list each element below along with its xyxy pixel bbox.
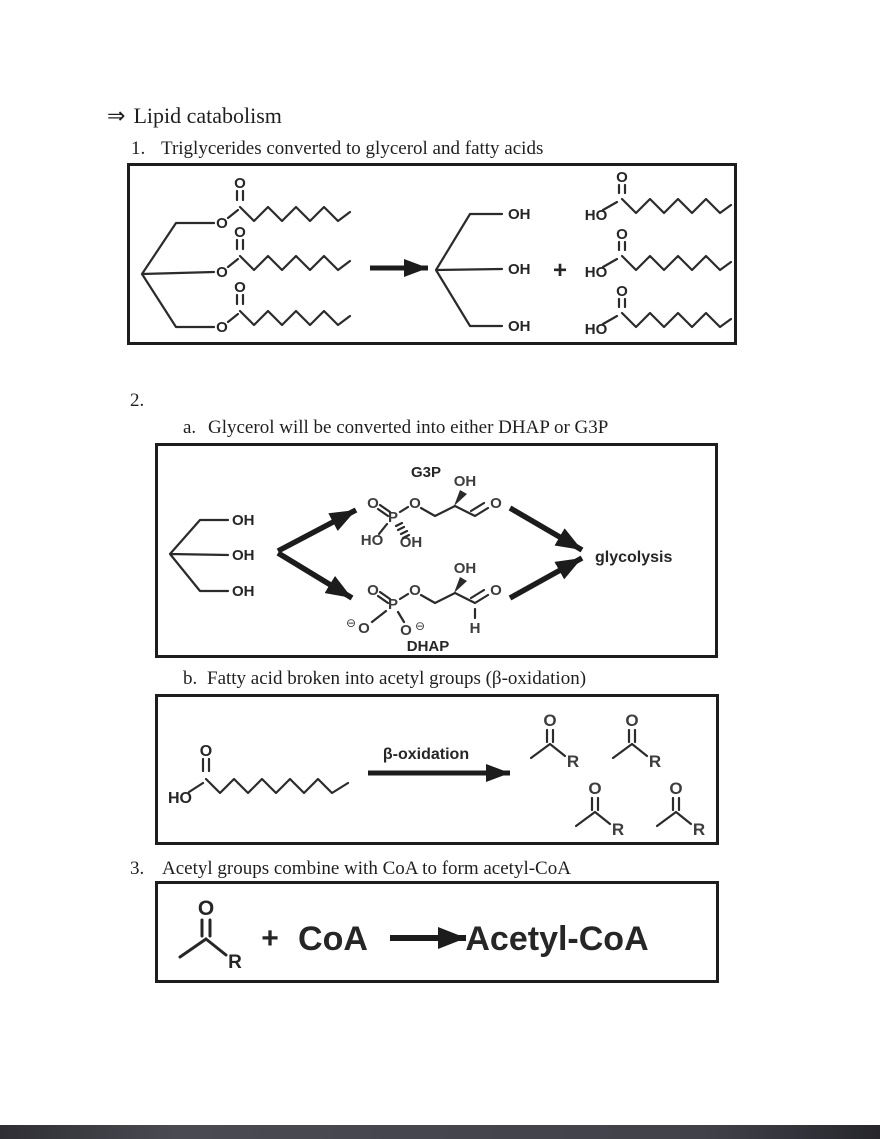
- list-number: 1.: [131, 138, 146, 159]
- atom-label-o: O: [200, 743, 212, 760]
- atom-label-ho: HO: [361, 532, 384, 549]
- atom-label-oh: OH: [232, 547, 255, 564]
- atom-label-o: O: [367, 582, 379, 599]
- page-title: ⇒ Lipid catabolism: [107, 103, 282, 129]
- atom-label-oh: OH: [508, 206, 531, 223]
- atom-label-o: O: [234, 175, 246, 192]
- atom-label-r: R: [567, 752, 579, 771]
- atom-label-o: O: [216, 215, 228, 232]
- atom-label-o: O: [543, 711, 556, 730]
- plus-sign: +: [553, 257, 567, 284]
- list-letter: a.: [183, 417, 197, 438]
- figure-beta-oxidation: HO O β-oxidation O R O R O R: [155, 694, 719, 845]
- list-letter: b.: [183, 668, 198, 689]
- atom-label-oh: OH: [508, 261, 531, 278]
- atom-label-oh: OH: [454, 473, 477, 490]
- glycolysis-label: glycolysis: [595, 549, 672, 566]
- g3p-label: G3P: [411, 464, 441, 481]
- atom-label-oh: OH: [400, 534, 423, 551]
- page-title-text: Lipid catabolism: [133, 103, 282, 128]
- plus-sign: +: [261, 922, 279, 955]
- atom-label-o: O: [367, 495, 379, 512]
- list-item-2a: a. Glycerol will be converted into eithe…: [183, 416, 608, 440]
- list-item-1: 1. Triglycerides converted to glycerol a…: [131, 137, 543, 161]
- atom-label-h: H: [470, 620, 481, 637]
- bottom-edge-bar: [0, 1125, 880, 1139]
- atom-label-o: O: [625, 711, 638, 730]
- atom-label-o: O: [616, 283, 628, 300]
- acetyl-group: O R: [574, 779, 624, 839]
- list-item-3: 3. Acetyl groups combine with CoA to for…: [130, 857, 571, 881]
- acetyl-coa-diagram: O R + CoA Acetyl-CoA: [178, 897, 649, 973]
- beta-oxidation-label: β-oxidation: [383, 746, 469, 763]
- atom-label-o: O: [490, 582, 502, 599]
- atom-label-o: O: [358, 620, 370, 637]
- atom-label-ho: HO: [168, 790, 192, 807]
- glycerol-structure: OH OH OH: [434, 206, 531, 335]
- triglyceride-structure: O O O O O O: [140, 175, 352, 336]
- coa-label: CoA: [298, 920, 368, 958]
- atom-label-r: R: [228, 952, 242, 973]
- fatty-acid-structure: HO O: [585, 226, 733, 281]
- circled-minus-icon: ⊖: [346, 616, 356, 630]
- atom-label-o: O: [216, 319, 228, 336]
- atom-label-o: O: [588, 779, 601, 798]
- fatty-acid-structure: HO O: [168, 743, 350, 807]
- double-arrow-bullet: ⇒: [107, 103, 126, 128]
- atom-label-o: O: [409, 582, 421, 599]
- atom-label-o: O: [490, 495, 502, 512]
- atom-label-ho: HO: [585, 207, 608, 224]
- beta-oxidation-diagram: HO O β-oxidation O R O R O R: [168, 711, 705, 839]
- atom-label-p: P: [388, 596, 398, 613]
- atom-label-r: R: [612, 820, 624, 839]
- atom-label-oh: OH: [232, 512, 255, 529]
- list-item-text: Glycerol will be converted into either D…: [208, 417, 609, 438]
- atom-label-o: O: [234, 279, 246, 296]
- atom-label-o: O: [669, 779, 682, 798]
- figure-triglyceride-hydrolysis: O O O O O O OH OH OH + HO: [127, 163, 737, 345]
- glycerol-structure: OH OH OH: [168, 512, 255, 600]
- atom-label-ho: HO: [585, 264, 608, 281]
- acetyl-group: O R: [611, 711, 661, 771]
- atom-label-ho: HO: [585, 321, 608, 338]
- acetyl-group: O R: [655, 779, 705, 839]
- atom-label-oh: OH: [232, 583, 255, 600]
- circled-minus-icon: ⊖: [415, 619, 425, 633]
- acetyl-coa-label: Acetyl-CoA: [465, 920, 648, 958]
- atom-label-r: R: [649, 752, 661, 771]
- beta-oxidation-arrow: β-oxidation: [368, 746, 510, 782]
- g3p-structure: G3P OH O P O HO OH O: [361, 464, 502, 551]
- list-item-text: Triglycerides converted to glycerol and …: [161, 138, 544, 159]
- fatty-acid-structure: HO O: [585, 283, 733, 338]
- atom-label-p: P: [388, 509, 398, 526]
- list-item-text: Fatty acid broken into acetyl groups (β-…: [207, 668, 587, 689]
- atom-label-o: O: [616, 226, 628, 243]
- fatty-acid-structure: HO O: [585, 169, 733, 224]
- figure-glycerol-to-glycolysis: OH OH OH G3P OH O P O HO OH O O: [155, 443, 718, 658]
- glycerol-conversion-diagram: OH OH OH G3P OH O P O HO OH O O: [168, 464, 672, 655]
- atom-label-o: O: [400, 622, 412, 639]
- diverging-arrows: [276, 507, 358, 601]
- atom-label-o: O: [216, 264, 228, 281]
- atom-label-o: O: [234, 224, 246, 241]
- acetyl-group: O R: [529, 711, 579, 771]
- list-number: 3.: [130, 858, 145, 879]
- dhap-structure: O P O O ⊖ O ⊖ OH O H DHAP: [346, 560, 502, 655]
- list-item-2b: b. Fatty acid broken into acetyl groups …: [183, 667, 586, 691]
- triglyceride-hydrolysis-diagram: O O O O O O OH OH OH + HO: [140, 169, 733, 338]
- figure-acetyl-coa-formation: O R + CoA Acetyl-CoA: [155, 881, 719, 983]
- atom-label-oh: OH: [508, 318, 531, 335]
- dhap-label: DHAP: [407, 638, 450, 655]
- list-item-text: Acetyl groups combine with CoA to form a…: [162, 858, 571, 879]
- list-number: 2.: [130, 390, 145, 411]
- converging-arrows: [508, 505, 584, 601]
- atom-label-r: R: [693, 820, 705, 839]
- atom-label-oh: OH: [454, 560, 477, 577]
- atom-label-o: O: [616, 169, 628, 186]
- acetyl-group: O R: [178, 897, 242, 973]
- atom-label-o: O: [198, 897, 214, 920]
- atom-label-o: O: [409, 495, 421, 512]
- list-item-2: 2.: [130, 389, 144, 413]
